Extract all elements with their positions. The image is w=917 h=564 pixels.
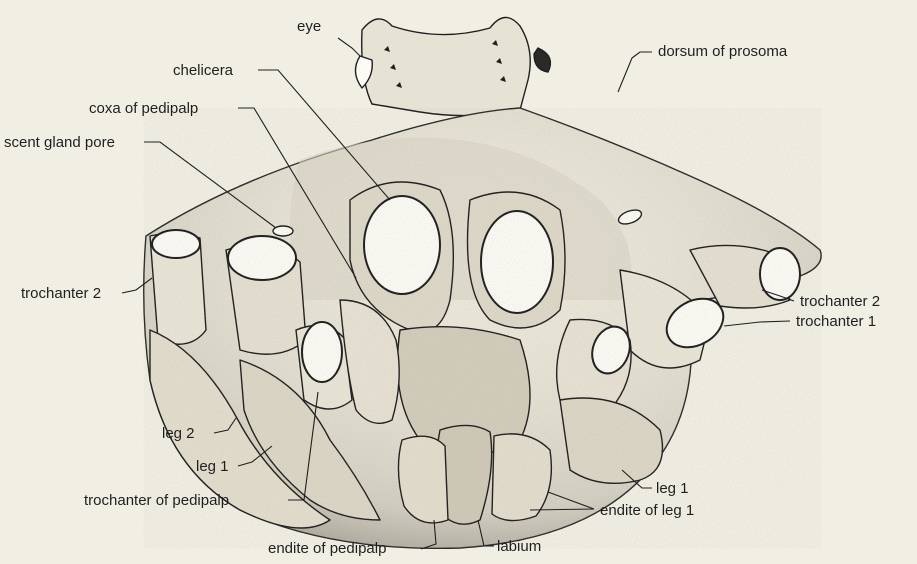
label-dorsum-of-prosoma: dorsum of prosoma <box>658 43 787 61</box>
eye-right <box>534 48 550 72</box>
label-coxa-of-pedipalp: coxa of pedipalp <box>89 100 198 118</box>
label-trochanter-1-right: trochanter 1 <box>796 313 876 331</box>
label-leg-1-left: leg 1 <box>196 458 229 476</box>
label-trochanter-of-pedipalp: trochanter of pedipalp <box>84 492 229 510</box>
label-trochanter-2-left: trochanter 2 <box>21 285 101 303</box>
label-endite-of-leg-1: endite of leg 1 <box>600 502 694 520</box>
label-labium: labium <box>497 538 541 556</box>
label-eye: eye <box>297 18 321 36</box>
leader-dorsum <box>618 52 652 92</box>
label-leg-2: leg 2 <box>162 425 195 443</box>
label-leg-1-right: leg 1 <box>656 480 689 498</box>
label-trochanter-2-right: trochanter 2 <box>800 293 880 311</box>
leader-eye <box>338 38 360 56</box>
label-scent-gland-pore: scent gland pore <box>4 134 115 152</box>
leader-trochanter-1-right <box>724 321 790 326</box>
label-endite-of-pedipalp: endite of pedipalp <box>268 540 386 558</box>
ocular-tubercle <box>362 17 531 115</box>
label-chelicera: chelicera <box>173 62 233 80</box>
